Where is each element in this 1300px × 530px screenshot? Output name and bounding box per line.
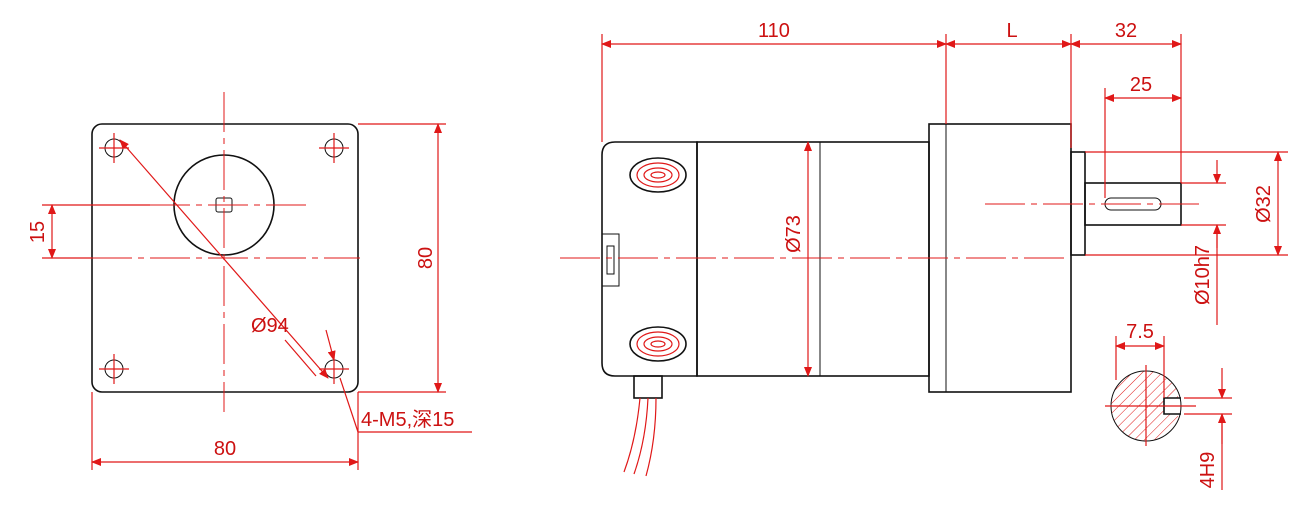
- width-dim-text: 80: [214, 438, 236, 460]
- keyway-dim-text: 4H9: [1197, 452, 1219, 489]
- gearbox-length-dim-text: L: [1006, 20, 1017, 42]
- flat-dim-text: 7.5: [1126, 321, 1154, 343]
- height-dim-text: 80: [415, 247, 437, 269]
- bolt-circle-dim-text: Ø94: [251, 315, 289, 337]
- key-length-dim-text: 25: [1130, 74, 1152, 96]
- shaft-length-dim-text: 32: [1115, 20, 1137, 42]
- front-view: Ø94 4-M5,深15 80 80 15: [27, 92, 472, 470]
- shaft-section-view: 7.5 4H9: [1105, 321, 1232, 490]
- body-diameter-dim-text: Ø73: [783, 215, 805, 253]
- offset-dim-text: 15: [27, 221, 49, 243]
- screw-head-top: [629, 157, 687, 193]
- holes-dim-text: 4-M5,深15: [361, 408, 454, 431]
- shaft-diameter-dim-text: Ø10h7: [1192, 245, 1214, 305]
- cable-grommet: [633, 375, 663, 399]
- boss-diameter-dim-text: Ø32: [1253, 185, 1275, 223]
- body-length-dim-text: 110: [758, 20, 790, 42]
- end-cap: [601, 141, 698, 377]
- motor-body: [696, 141, 930, 377]
- screw-head-bottom: [629, 326, 687, 362]
- bolt-circle-dim-line: [119, 139, 329, 379]
- rear-clip: [602, 233, 620, 287]
- cable-wires: [623, 397, 657, 477]
- side-view: Ø73 110 L 32 25 Ø32 Ø10h7: [560, 20, 1288, 477]
